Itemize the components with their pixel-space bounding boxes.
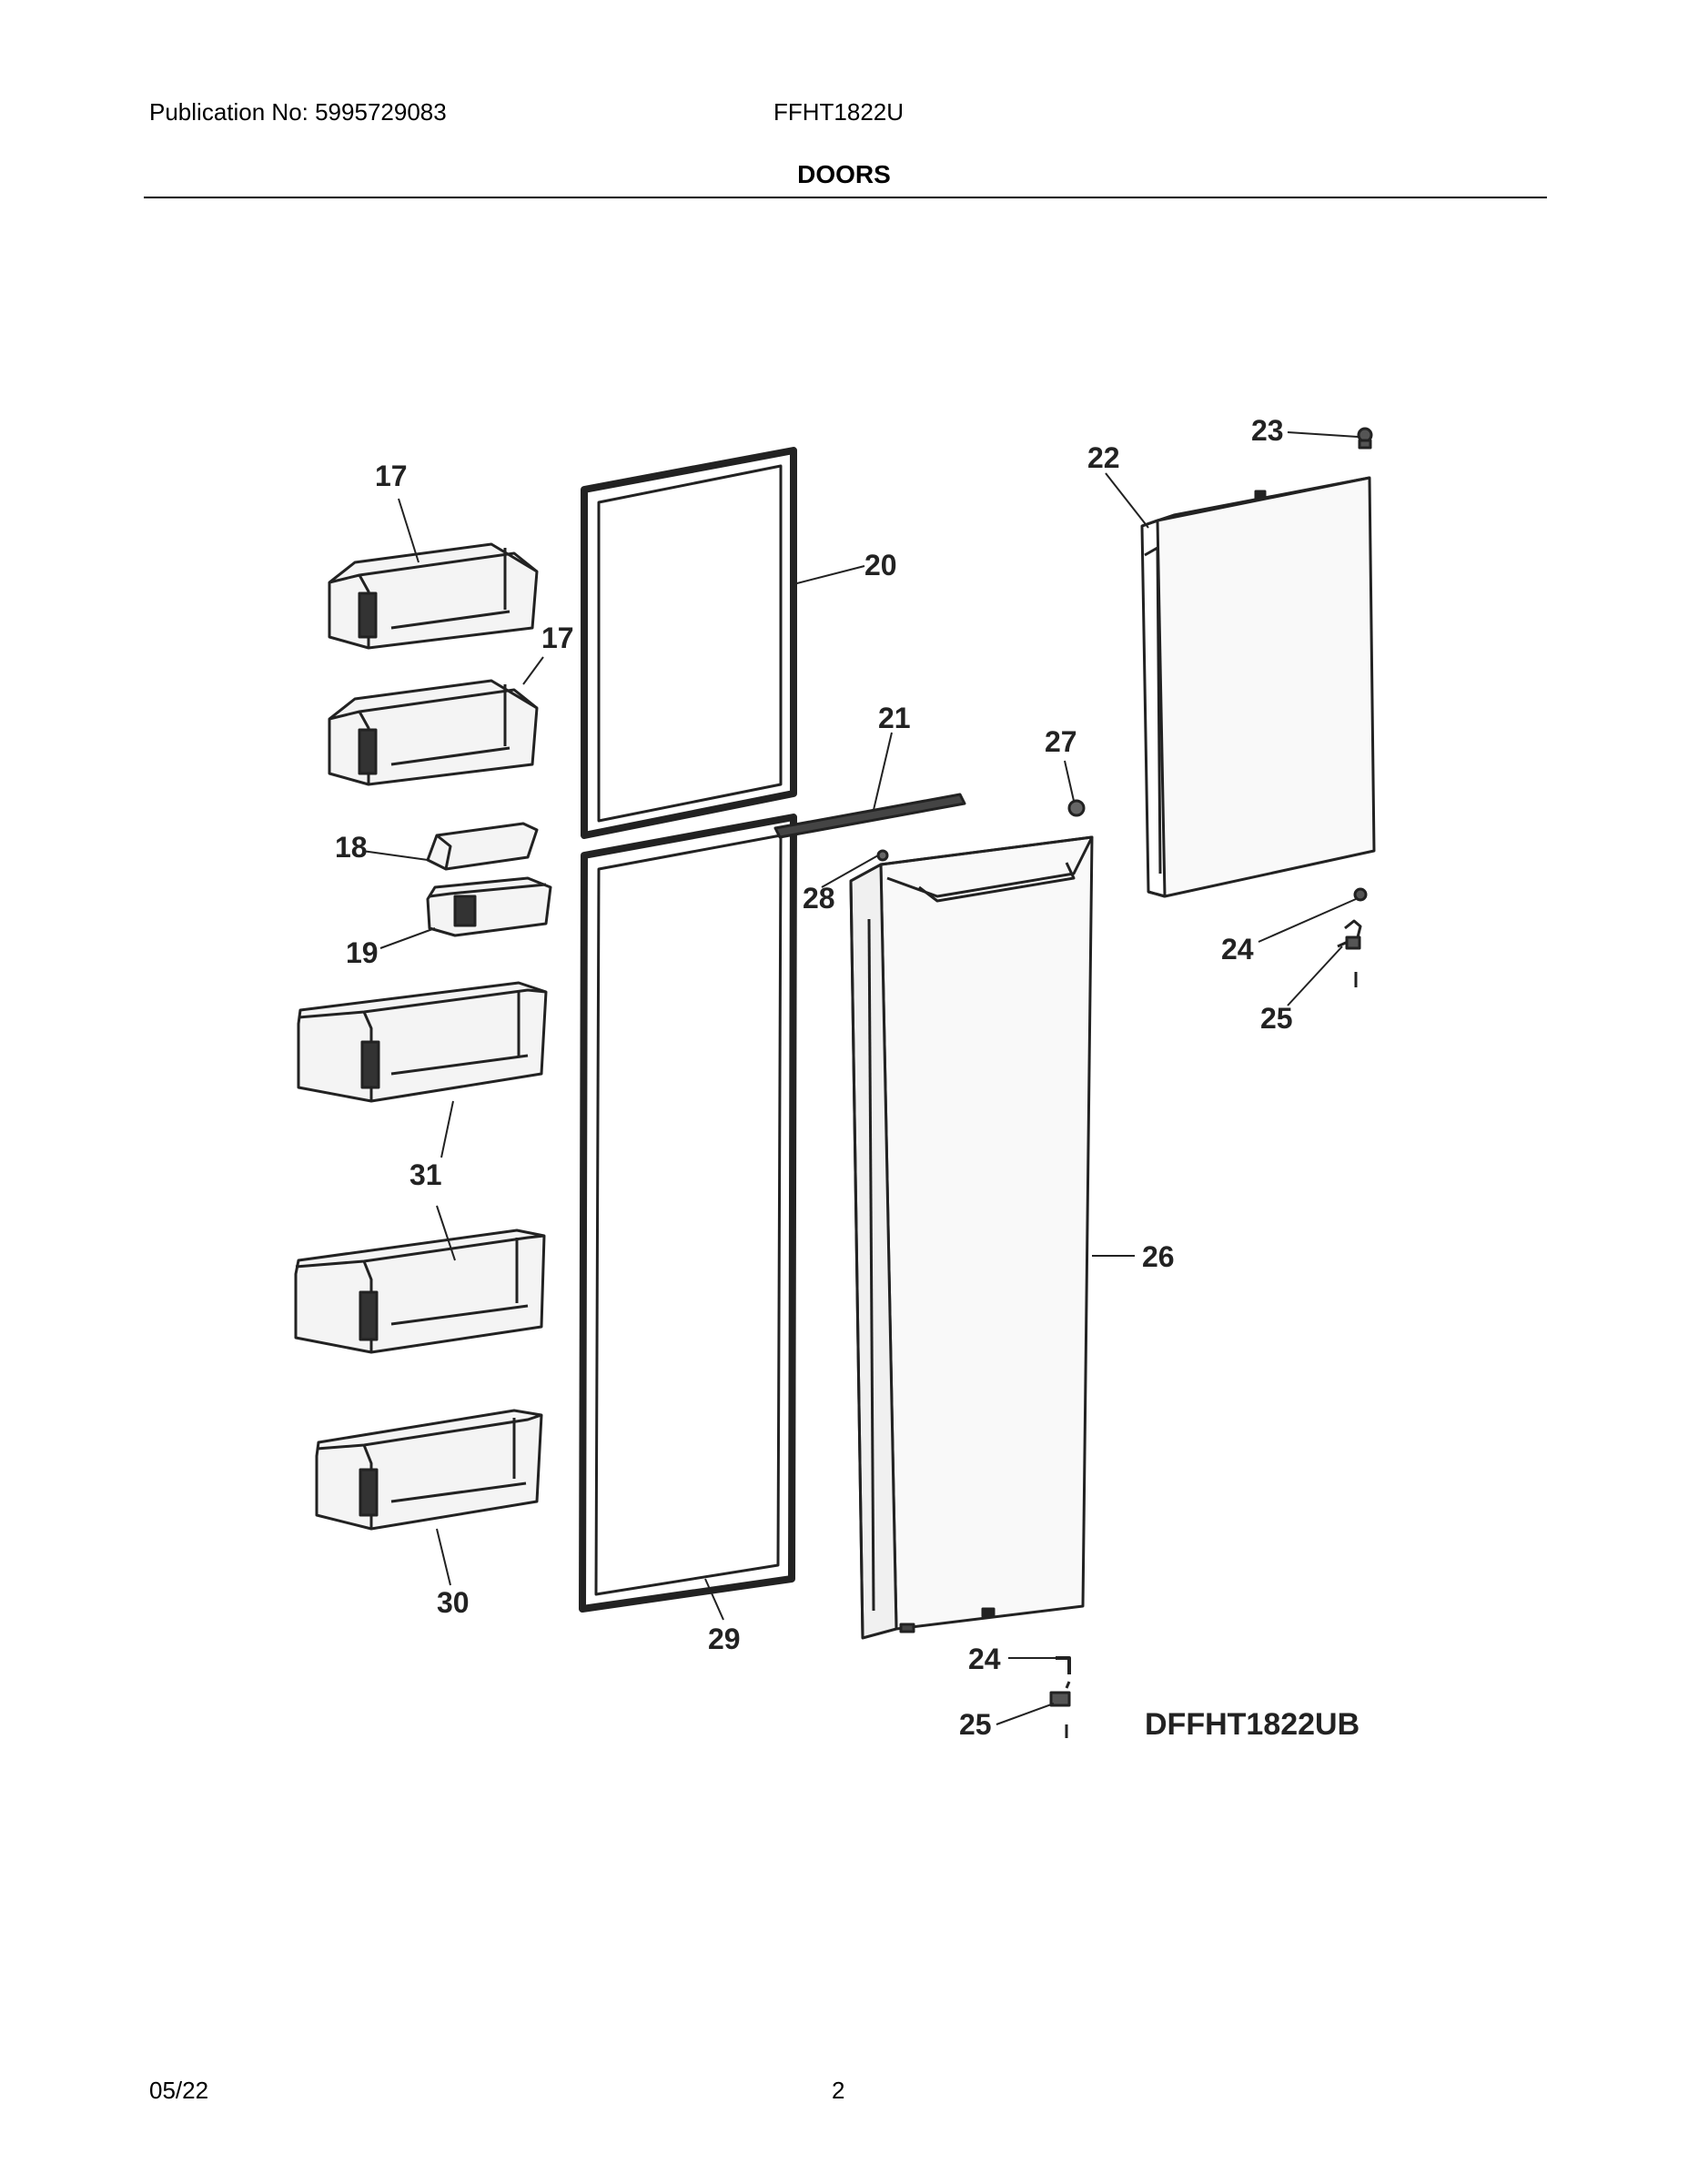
footer-date: 05/22	[149, 2077, 209, 2104]
callout-17-top: 17	[375, 460, 408, 492]
hinge-pin-23	[1357, 427, 1373, 450]
fresh-food-door-26	[849, 835, 1094, 1640]
hinge-24-25-lower	[1049, 1656, 1071, 1738]
callout-25-lower: 25	[959, 1708, 992, 1741]
hinge-cap-27	[1067, 799, 1086, 817]
callout-31: 31	[409, 1158, 442, 1191]
callout-17-second: 17	[541, 622, 574, 654]
header-rule	[144, 197, 1547, 198]
callout-19: 19	[346, 936, 379, 969]
hinge-24-25-upper	[1337, 887, 1368, 987]
screw-28	[876, 849, 889, 862]
door-bin-30	[315, 1409, 543, 1531]
freezer-door-22	[1140, 476, 1376, 898]
door-bin-17-second	[328, 679, 539, 786]
publication-number: Publication No: 5995729083	[149, 98, 447, 126]
callout-21: 21	[878, 702, 911, 734]
part-21-strip	[773, 793, 966, 839]
gasket-20	[581, 447, 797, 839]
callout-26: 26	[1142, 1240, 1175, 1273]
callout-28: 28	[803, 882, 835, 915]
part-19-bin	[426, 876, 552, 937]
callout-29: 29	[708, 1623, 741, 1655]
callout-20: 20	[864, 549, 897, 581]
part-18-cover	[426, 822, 539, 871]
gasket-29	[579, 814, 797, 1613]
callout-23: 23	[1251, 414, 1284, 447]
callout-18: 18	[335, 831, 368, 864]
callout-30: 30	[437, 1586, 470, 1619]
page-number: 2	[832, 2077, 845, 2104]
door-bin-17-top	[328, 542, 539, 650]
door-bin-31-upper	[297, 981, 548, 1103]
callout-25-upper: 25	[1260, 1002, 1293, 1035]
callout-27: 27	[1045, 725, 1077, 758]
callout-24-lower: 24	[968, 1643, 1001, 1675]
door-bin-31-lower	[294, 1228, 546, 1354]
model-number: FFHT1822U	[773, 98, 905, 126]
leader-lines	[361, 431, 1359, 1725]
callout-24-upper: 24	[1221, 933, 1254, 966]
section-title: DOORS	[797, 160, 891, 188]
callout-22: 22	[1087, 441, 1120, 474]
diagram-code: DFFHT1822UB	[1145, 1707, 1359, 1742]
